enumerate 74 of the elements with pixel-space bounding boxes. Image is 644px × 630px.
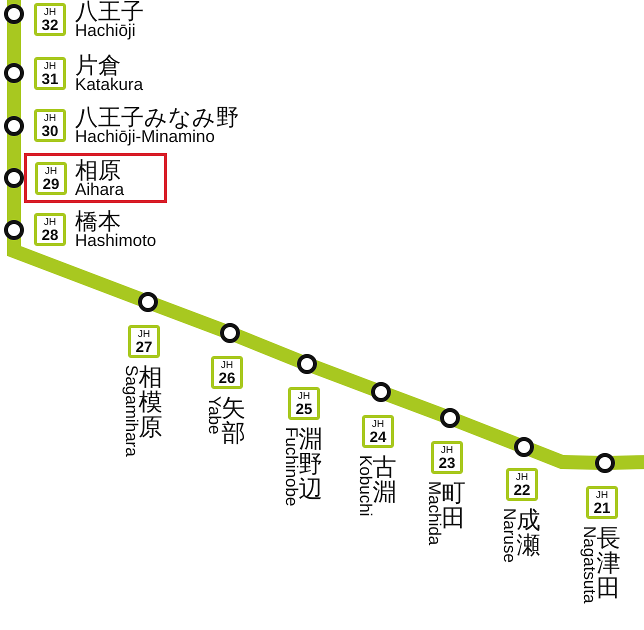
station-circle: [4, 168, 24, 188]
station-number: 24: [370, 430, 386, 444]
station-name: 淵野辺: [298, 427, 323, 502]
station-circle: [595, 453, 615, 473]
station-number-badge: [34, 3, 66, 36]
station-circle: [4, 220, 24, 240]
station-number: 28: [42, 228, 58, 242]
station-circle: [514, 437, 534, 457]
station-number: 22: [514, 482, 530, 498]
station-name: 町田: [442, 481, 466, 531]
station-circle: [440, 408, 460, 428]
station-name: 相模原: [138, 365, 163, 440]
station-circle: [220, 323, 240, 343]
station-number-badge: [431, 441, 463, 474]
line-code: JH: [516, 472, 528, 482]
station-number: 29: [42, 176, 60, 192]
line-code: JH: [44, 60, 56, 72]
rail-line: [234, 329, 303, 368]
station-number-badge: [34, 213, 66, 246]
station-name-romanized: Nagatsuta: [581, 526, 598, 604]
station-circle: [4, 63, 24, 83]
line-code: JH: [138, 328, 150, 340]
line-code: JH: [220, 360, 234, 370]
highlight-box: [24, 153, 167, 203]
station-number-badge: [34, 109, 66, 142]
rail-line: [7, 21, 21, 66]
station-name-romanized: Machida: [426, 481, 443, 546]
line-code: JH: [44, 216, 56, 228]
station-number: 25: [296, 402, 312, 416]
station-circle: [4, 116, 24, 136]
station-circle: [371, 382, 391, 402]
rail-line: [311, 360, 377, 396]
station-number-badge: [506, 468, 538, 501]
station-number-badge: [211, 356, 243, 389]
rail-line: [7, 80, 21, 119]
line-code: JH: [596, 490, 608, 500]
station-name-romanized: Yabe: [206, 396, 223, 434]
line-code: JH: [372, 418, 384, 430]
station-name-romanized: Naruse: [501, 508, 518, 563]
station-number-badge: [362, 415, 394, 448]
line-code: JH: [44, 166, 58, 176]
station-name-romanized: Sagamihara: [123, 365, 140, 457]
station-number-badge: [34, 57, 66, 90]
station-name: 長津田: [596, 526, 621, 601]
rail-line: [7, 237, 144, 306]
line-code: JH: [440, 444, 454, 456]
rail-line: [385, 388, 446, 422]
station-circle: [297, 354, 317, 374]
line-code: JH: [44, 112, 56, 124]
rail-line: [454, 414, 520, 451]
rail-line: [612, 455, 644, 470]
line-code: JH: [298, 390, 310, 402]
station-number: 32: [42, 18, 58, 32]
station-number: 21: [594, 500, 610, 516]
station-circle: [138, 292, 158, 312]
station-number-badge: [586, 486, 618, 519]
station-number: 23: [438, 456, 456, 470]
station-number-badge: [288, 387, 320, 420]
station-name: 矢部: [222, 396, 246, 446]
station-name-romanized: Kobuchi: [357, 455, 374, 516]
rail-line: [152, 298, 226, 338]
station-number-badge: [35, 162, 67, 195]
station-name: 八王子みなみ野: [75, 106, 239, 131]
station-circle: [4, 4, 24, 24]
station-number: 31: [42, 72, 58, 86]
station-number: 27: [136, 340, 152, 354]
station-number: 26: [218, 370, 236, 386]
station-name: 古淵: [372, 455, 397, 505]
line-code: JH: [44, 6, 56, 18]
station-name-romanized: Fuchinobe: [283, 427, 300, 506]
station-name: 成瀬: [516, 508, 541, 558]
station-number-badge: [128, 325, 160, 358]
rail-line: [528, 443, 598, 470]
station-number: 30: [42, 124, 58, 138]
